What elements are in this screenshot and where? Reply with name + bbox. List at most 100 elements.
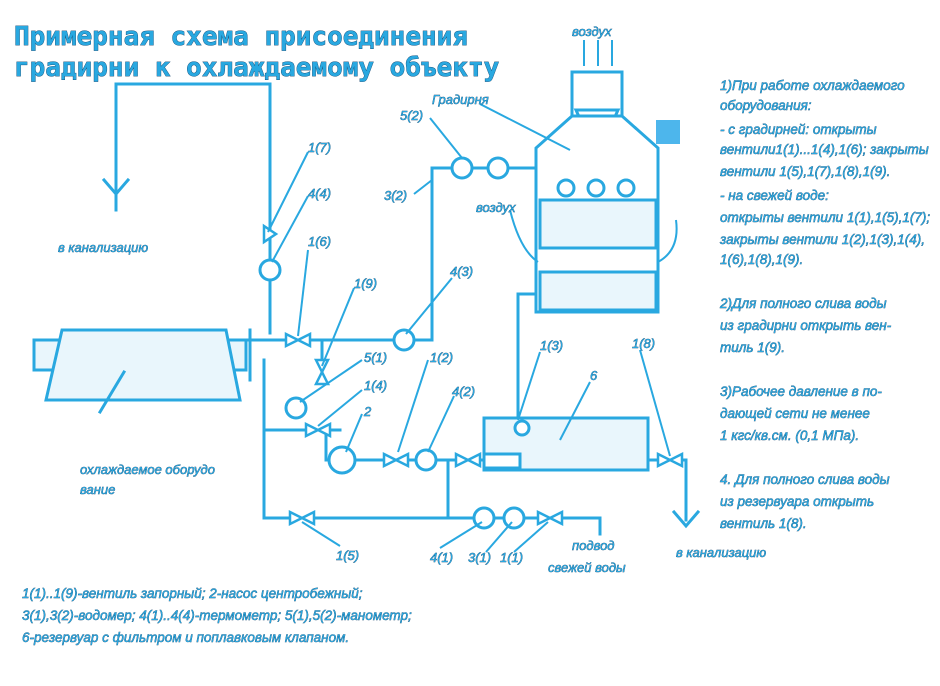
note-4: 4. Для полного слива воды из резервуара … (720, 472, 893, 531)
note-4-line: вентиль 1(8). (720, 516, 807, 531)
note-1: 1)При работе охлаждаемого оборудования: … (719, 78, 934, 267)
leader-4-4 (271, 195, 309, 263)
devices (258, 156, 684, 530)
leader-lines (267, 117, 671, 553)
equipment-body (44, 328, 242, 402)
legend-line-1: 1(1)..1(9)-вентиль запорный; 2-насос цен… (22, 586, 363, 601)
note-2-line: тиль 1(9). (720, 340, 785, 355)
valve-1-3[interactable] (454, 451, 482, 469)
tower-fill (538, 198, 658, 250)
note-1-line: 1(6),1(8),1(9). (720, 252, 803, 267)
leader-1-2 (397, 359, 429, 453)
label-w3-1: 3(1) (468, 550, 491, 565)
label-sewer-right: в канализацию (676, 545, 766, 560)
label-t4-1: 4(1) (430, 550, 453, 565)
thermometer-4-3 (392, 328, 416, 352)
label-pump-2: 2 (363, 404, 372, 419)
leader-4-1 (439, 521, 483, 549)
label-m5-1: 5(1) (364, 350, 387, 365)
leader-1-3 (517, 351, 541, 421)
label-v1-2: 1(2) (430, 350, 453, 365)
label-res-6: 6 (590, 368, 598, 383)
label-equipment-1: охлаждаемое оборудо (80, 462, 215, 477)
note-1-line: закрыты вентили 1(2),1(3),1(4), (719, 232, 925, 247)
pipe-drain-top (114, 82, 272, 335)
valve-1-8[interactable] (656, 451, 684, 469)
pipe-supply-to-tower (244, 166, 538, 342)
label-v1-8: 1(8) (632, 336, 655, 351)
note-1-line: открыты вентили 1(1),1(5),1(7); (720, 210, 930, 225)
label-v1-6: 1(6) (308, 234, 331, 249)
arrow-sewer-left (101, 177, 131, 197)
note-1-line: оборудования: (720, 98, 812, 113)
leader-1-8 (639, 349, 671, 457)
legend-line-3: 6-резервуар с фильтром и поплавковым кла… (22, 630, 349, 645)
valve-1-6[interactable] (284, 331, 312, 349)
label-v1-9: 1(9) (354, 276, 377, 291)
legend: 1(1)..1(9)-вентиль запорный; 2-насос цен… (22, 586, 413, 646)
cooling-tower (479, 40, 680, 314)
label-m5-2: 5(2) (400, 108, 423, 123)
notes-panel: 1)При работе охлаждаемого оборудования: … (719, 78, 934, 532)
note-2-line: 2)Для полного слива воды (719, 296, 887, 311)
note-2-line: из градирни открыть вен- (720, 318, 892, 333)
air-outlet-arrows (583, 40, 613, 66)
float-valve (513, 419, 531, 437)
leader-3-1 (485, 521, 513, 553)
note-4-line: из резервуара открыть (720, 494, 874, 509)
leader-5-1 (299, 359, 363, 403)
thermometer-4-2 (414, 448, 438, 472)
manometer-5-2 (450, 156, 474, 180)
label-v1-5: 1(5) (336, 548, 359, 563)
label-w3-2: 3(2) (384, 188, 407, 203)
label-air-side: воздух (476, 200, 516, 215)
legend-line-2: 3(1),3(2)-водомер; 4(1)..4(4)-термометр;… (22, 608, 412, 623)
leader-1-9 (321, 287, 355, 367)
pipe-reservoir-drain (646, 458, 688, 522)
equipment-leader (97, 369, 127, 415)
air-inlet-right (657, 219, 678, 263)
arrow-sewer-right (671, 509, 701, 529)
valve-1-1[interactable] (536, 509, 564, 527)
leader-6 (559, 381, 591, 441)
note-1-line: - с градирней: открыты (720, 122, 877, 137)
label-air-top: воздух (572, 24, 612, 39)
spray-nozzle-1 (556, 178, 576, 198)
note-3-line: дающей сети не менее (720, 406, 870, 421)
valve-1-2[interactable] (382, 451, 410, 469)
leader-1-6 (297, 249, 309, 337)
note-1-line: 1)При работе охлаждаемого (720, 78, 905, 93)
note-3-line: 1 кгс/кв.см. (0,1 МПа). (720, 428, 859, 443)
label-tower: Градирня (432, 92, 489, 107)
leader-1-5 (301, 521, 341, 547)
component-labels: воздух воздух Градирня в канализацию в к… (58, 24, 767, 576)
valve-1-4[interactable] (304, 421, 332, 439)
water-meter-3-1 (502, 506, 526, 530)
leader-2 (345, 413, 363, 453)
leader-3-2 (413, 179, 433, 195)
valve-1-9[interactable] (313, 358, 331, 386)
title-line-1: Примерная схема присоединения (14, 22, 468, 52)
label-v1-4: 1(4) (364, 378, 387, 393)
label-t4-4: 4(4) (308, 186, 331, 201)
note-4-line: 4. Для полного слива воды (720, 472, 890, 487)
valve-1-5[interactable] (288, 509, 316, 527)
pump-2[interactable] (327, 445, 357, 475)
leader-4-3 (405, 277, 453, 335)
spray-nozzle-2 (586, 178, 606, 198)
leader-1-7 (267, 151, 309, 233)
note-2: 2)Для полного слива воды из градирни отк… (719, 296, 895, 355)
leader-5-2 (429, 117, 463, 159)
label-v1-7: 1(7) (308, 140, 331, 155)
air-inlet-left (509, 209, 539, 263)
leader-1-1 (513, 521, 549, 553)
thermometer-4-4 (258, 258, 282, 282)
leader-4-2 (427, 395, 455, 453)
manometer-5-1 (284, 396, 308, 420)
water-meter-3-2 (486, 156, 510, 180)
note-3: 3)Рабочее давление в по- дающей сети не … (720, 384, 886, 443)
note-1-line: вентили1(1)...1(4),1(6); закрыты (720, 142, 929, 157)
leader-1-4 (317, 389, 363, 427)
